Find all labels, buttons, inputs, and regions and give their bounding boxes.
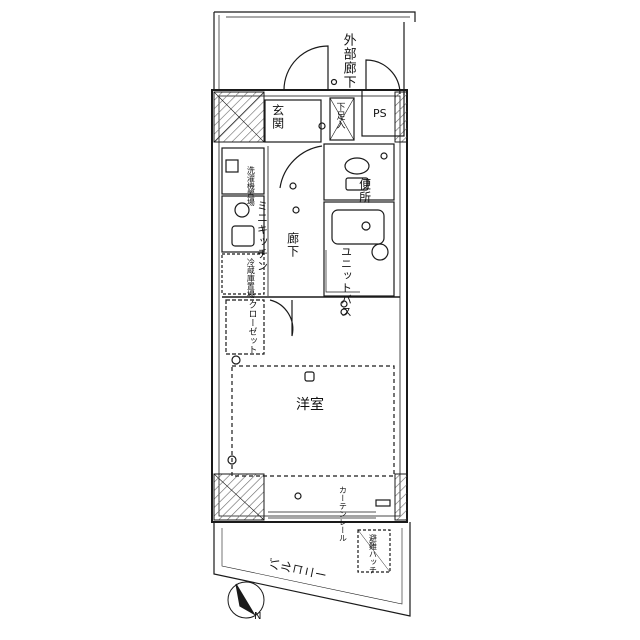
wash-basin <box>371 243 389 261</box>
washer-space <box>221 147 265 195</box>
room-door-swing <box>269 299 294 337</box>
room-outlet <box>227 455 237 465</box>
column-cross <box>213 91 265 143</box>
corridor-top-edge <box>214 11 416 22</box>
label-toilet: 便所 <box>357 178 372 204</box>
western-room-floor <box>231 365 395 477</box>
bathtub <box>331 209 385 245</box>
balcony-outline <box>213 522 411 617</box>
label-western-room: 洋室 <box>296 397 324 413</box>
entrance-light <box>318 122 326 130</box>
label-shoe-box: 下足入 <box>334 102 345 129</box>
shoe-box-frame <box>329 97 355 141</box>
compass-needle-icon <box>235 583 256 616</box>
toilet-door-swing <box>279 145 323 189</box>
mini-kitchen <box>221 195 265 253</box>
ps-door-swing <box>365 59 401 95</box>
bath-door <box>325 250 360 293</box>
kitchen-sink <box>231 225 255 247</box>
washer-tap <box>225 159 239 173</box>
entrance-door-swing <box>283 45 329 91</box>
label-kitchen: ミニキッチン <box>255 200 269 272</box>
hall-light-2 <box>292 206 300 214</box>
compass-circle <box>227 581 265 619</box>
hall-light <box>289 182 297 190</box>
label-north: N <box>254 611 262 622</box>
closet-outlet <box>231 355 241 365</box>
bath-drain <box>361 221 371 231</box>
label-washer: 洗濯機置場 <box>246 166 256 206</box>
fridge-space <box>221 253 265 295</box>
column-cross-2 <box>213 473 265 521</box>
shoe-box-diag-2 <box>329 97 355 141</box>
ceiling-light <box>304 371 315 382</box>
ps-box <box>361 89 405 137</box>
label-curtain-rail: カーテンレール <box>338 486 348 542</box>
label-hallway: 廊下 <box>285 232 300 258</box>
label-closet: クローゼット <box>246 300 257 354</box>
unit-bath-room <box>323 201 395 297</box>
room-switch-2 <box>340 308 348 316</box>
toilet-room <box>323 143 395 201</box>
label-outer-corridor: 外部廊下 <box>340 33 356 89</box>
kitchen-burner <box>234 202 250 218</box>
toilet-tank <box>345 177 369 191</box>
column-top-right <box>394 91 408 143</box>
label-escape-hatch: 避難ハッチ <box>368 534 378 574</box>
column-bottom-right <box>394 473 408 521</box>
label-fridge: 冷蔵庫置場 <box>246 258 256 298</box>
label-unit-bath: ユニットバス <box>339 246 353 318</box>
room-switch-1 <box>340 300 348 308</box>
toilet-fan <box>380 152 388 160</box>
exterior-wall-inner <box>218 95 401 517</box>
toilet-bowl <box>344 157 370 175</box>
entrance-area <box>264 99 322 143</box>
closet-frame <box>225 299 265 355</box>
label-ps: PS <box>373 107 387 120</box>
doorbell <box>330 78 338 86</box>
label-entrance: 玄関 <box>270 104 285 130</box>
exterior-wall <box>211 89 408 523</box>
escape-hatch-diag <box>357 529 391 573</box>
room-outlet-2 <box>294 492 302 500</box>
balcony-inner <box>221 528 403 605</box>
room-outlet-3 <box>375 499 391 507</box>
escape-hatch-box <box>357 529 391 573</box>
